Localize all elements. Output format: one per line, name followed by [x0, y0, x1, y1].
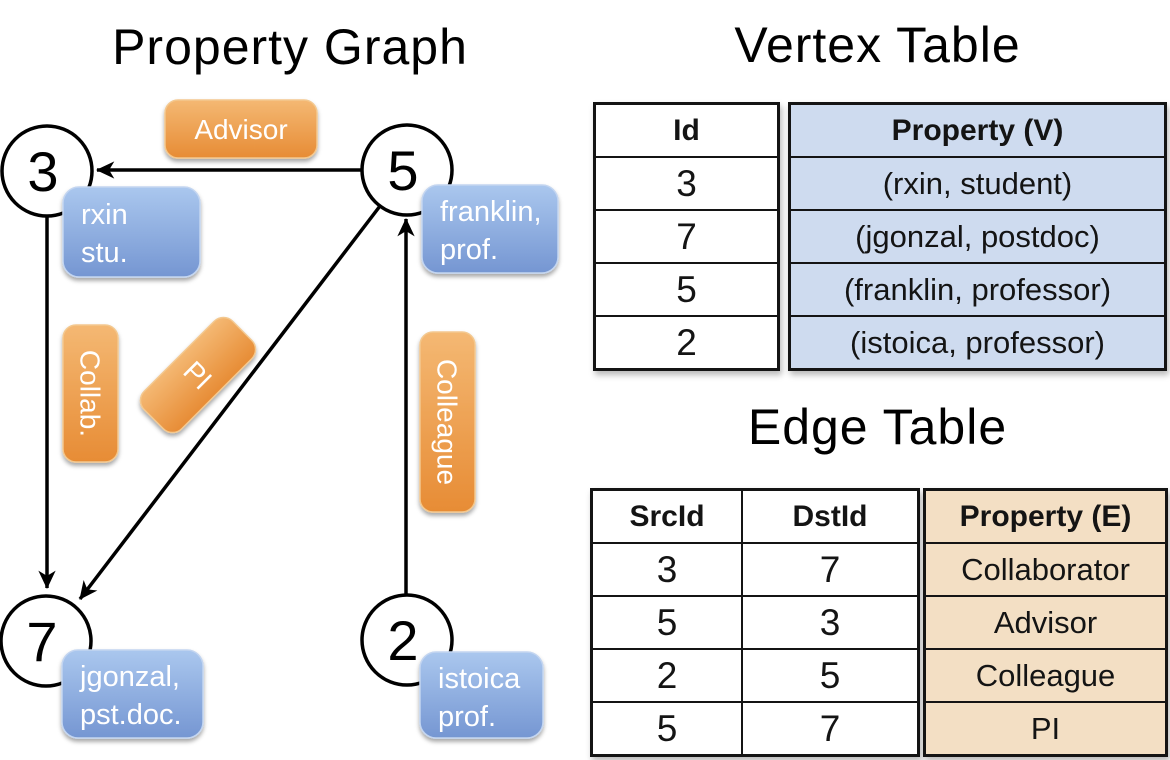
vertex-property-box-rxin: rxin stu. [62, 186, 201, 278]
vertex-property-box-istoica: istoica prof. [419, 651, 544, 739]
vertex-property-text: prof. [438, 701, 496, 733]
edge-table-dst-header: DstId [792, 500, 868, 533]
edge-table-src-header: SrcId [593, 491, 743, 542]
vertex-property-text: pst.doc. [80, 699, 182, 731]
property-graph-diagram: 3 5 7 2 rxin stu. franklin, prof. jgonza… [0, 99, 559, 739]
vertex-property-cell: (rxin, student) [791, 156, 1164, 209]
edge-label-text: Advisor [194, 114, 287, 145]
vertex-property-cell: (franklin, professor) [791, 262, 1164, 315]
edge-table-id-columns: SrcId DstId 3 7 5 3 2 5 5 7 [590, 488, 920, 757]
vertex-table-title: Vertex Table [734, 17, 1021, 73]
vertex-property-text: istoica [438, 663, 521, 695]
vertex-id-cell: 2 [596, 315, 777, 368]
edge-table-property-column: Property (E) Collaborator Advisor Collea… [923, 488, 1168, 757]
vertex-property-box-franklin: franklin, prof. [421, 184, 559, 274]
edge-dst-cell: 7 [743, 701, 917, 754]
vertex-property-text: rxin [81, 199, 128, 231]
edge-src-cell: 5 [593, 595, 743, 648]
vertex-property-text: stu. [81, 237, 128, 269]
vertex-id-label-7: 7 [26, 610, 57, 673]
vertex-table-id-column: Id 3 7 5 2 [593, 102, 780, 371]
edge-label-text: Colleague [432, 359, 463, 485]
vertex-table-property-column: Property (V) (rxin, student) (jgonzal, p… [788, 102, 1167, 371]
edge-label-pi: PI [139, 316, 257, 434]
vertex-id-cell: 5 [596, 262, 777, 315]
edge-property-cell: Colleague [926, 648, 1165, 701]
vertex-id-cell: 7 [596, 209, 777, 262]
edge-property-cell: Collaborator [926, 542, 1165, 595]
edge-label-text: Collab. [75, 350, 106, 437]
edge-table-title: Edge Table [747, 399, 1008, 455]
vertex-id-label-2: 2 [387, 609, 418, 672]
vertex-property-cell: (istoica, professor) [791, 315, 1164, 368]
edge-table-property-header: Property (E) [959, 500, 1132, 533]
vertex-property-text: prof. [440, 234, 498, 266]
vertex-property-text: franklin, [440, 196, 542, 228]
edge-pi-line [78, 204, 382, 601]
vertex-property-box-jgonzal: jgonzal, pst.doc. [61, 649, 204, 739]
edge-property-cell: Advisor [926, 595, 1165, 648]
vertex-table-id-header: Id [673, 114, 700, 147]
edge-label-collab: Collab. [62, 324, 119, 463]
edge-property-cell: PI [926, 701, 1165, 754]
edge-src-cell: 5 [593, 701, 743, 754]
edge-label-colleague: Colleague [419, 331, 476, 513]
edge-dst-cell: 7 [743, 542, 917, 595]
vertex-property-cell: (jgonzal, postdoc) [791, 209, 1164, 262]
vertex-id-cell: 3 [596, 156, 777, 209]
vertex-table-property-header: Property (V) [891, 114, 1064, 147]
vertex-property-text: jgonzal, [79, 661, 180, 693]
vertex-id-label-3: 3 [27, 140, 58, 203]
edge-label-advisor: Advisor [164, 99, 318, 159]
edge-dst-cell: 3 [743, 595, 917, 648]
edge-src-cell: 2 [593, 648, 743, 701]
edge-dst-cell: 5 [743, 648, 917, 701]
edge-src-cell: 3 [593, 542, 743, 595]
property-graph-title: Property Graph [112, 19, 468, 75]
vertex-id-label-5: 5 [387, 139, 418, 202]
